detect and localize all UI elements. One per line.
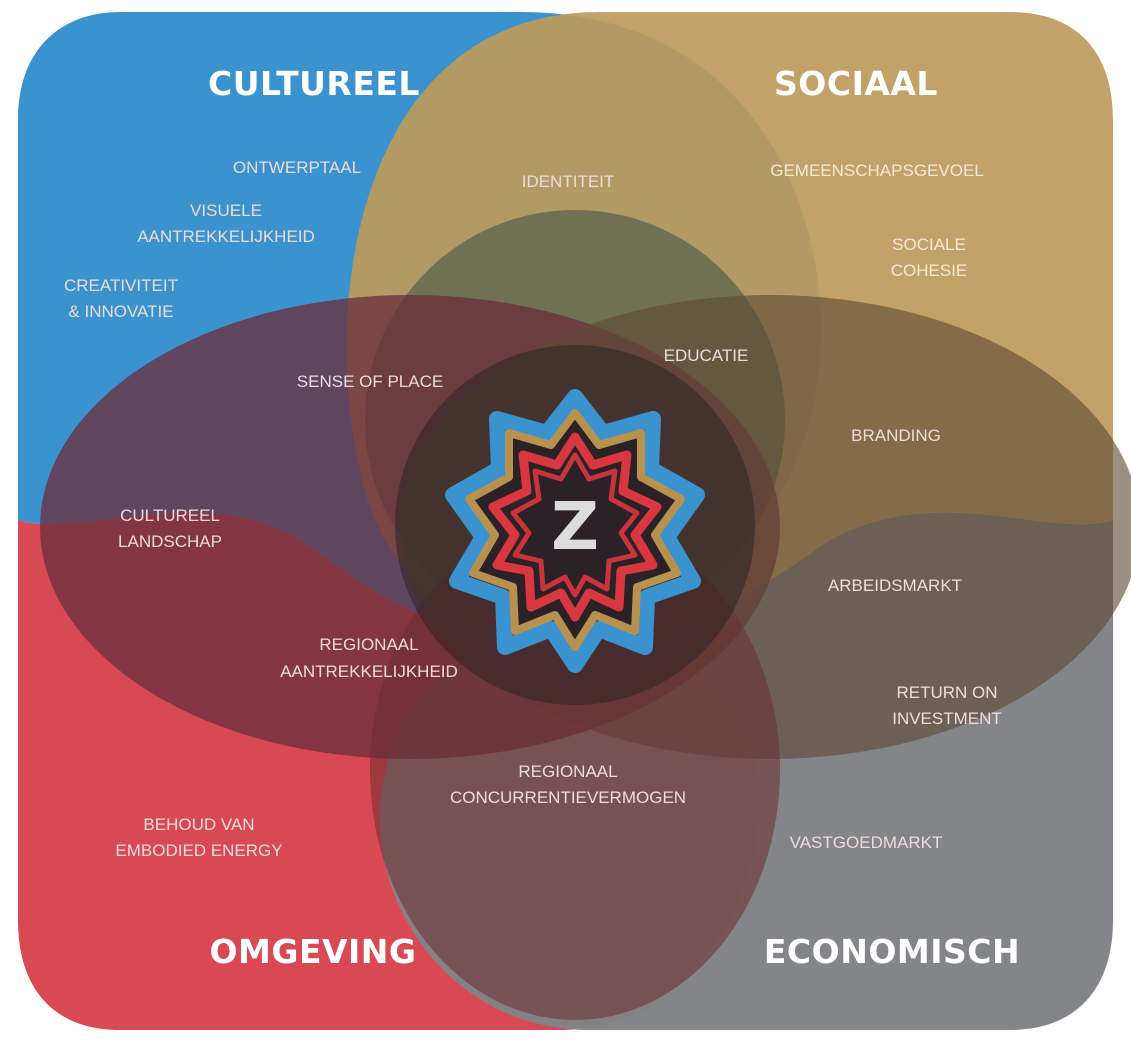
label-creativiteit-line2: & INNOVATIE [68,302,173,321]
label-sociale-line2: COHESIE [891,261,968,280]
title-economisch: ECONOMISCH [764,932,1020,971]
label-identiteit: IDENTITEIT [522,172,615,191]
fortress-star-z-logo: Z [445,389,705,673]
title-cultureel: CULTUREEL [208,64,420,103]
label-behoud-line2: EMBODIED ENERGY [115,841,282,860]
label-arbeidsmarkt: ARBEIDSMARKT [828,576,962,595]
label-sociale-line1: SOCIALE [892,235,966,254]
label-gemeenschapsgevoel: GEMEENSCHAPSGEVOEL [770,161,984,180]
label-regionaal-aantrekkelijkheid-line1: REGIONAAL [319,635,418,654]
label-return-line2: INVESTMENT [892,709,1002,728]
label-vastgoedmarkt: VASTGOEDMARKT [790,833,943,852]
label-cultureel-landschap-line1: CULTUREEL [120,506,220,525]
label-regionaal-concurrentievermogen-line2: CONCURRENTIEVERMOGEN [450,788,686,807]
label-ontwerptaal: ONTWERPTAAL [233,158,361,177]
title-omgeving: OMGEVING [209,932,416,971]
label-sense-of-place: SENSE OF PLACE [297,372,443,391]
label-visuele-line2: AANTREKKELIJKHEID [137,227,315,246]
label-regionaal-aantrekkelijkheid-line2: AANTREKKELIJKHEID [280,662,458,681]
label-cultureel-landschap-line2: LANDSCHAP [118,532,222,551]
label-branding: BRANDING [851,426,941,445]
logo-letter: Z [551,488,599,565]
title-sociaal: SOCIAAL [774,64,938,103]
label-visuele-line1: VISUELE [190,201,262,220]
label-creativiteit-line1: CREATIVITEIT [64,276,178,295]
label-educatie: EDUCATIE [664,346,749,365]
label-behoud-line1: BEHOUD VAN [143,815,254,834]
label-return-line1: RETURN ON [896,683,997,702]
label-regionaal-concurrentievermogen-line1: REGIONAAL [518,762,617,781]
